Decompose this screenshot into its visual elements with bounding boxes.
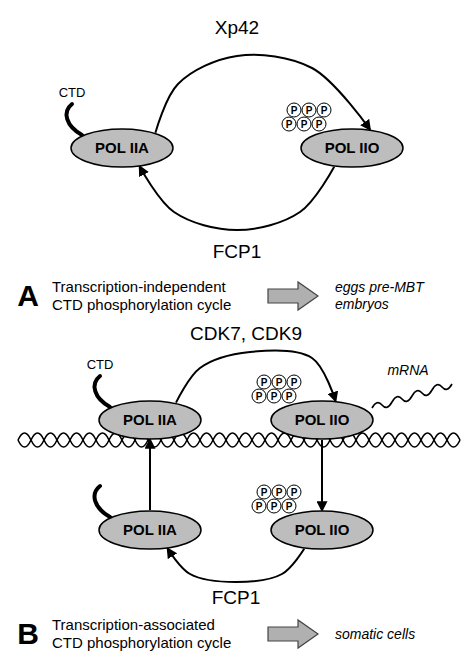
dna-strand	[18, 433, 460, 447]
phosphate-circle: P	[252, 389, 267, 404]
panel-letter: B	[17, 618, 39, 650]
panel-letter: A	[17, 280, 39, 312]
mrna-strand	[372, 384, 452, 408]
node-text: POL IIO	[295, 521, 350, 539]
polymerase-ellipse: POL IIO	[270, 510, 374, 550]
phosphate-circle: P	[272, 375, 287, 390]
ellipse-shape	[71, 129, 173, 167]
node-text: POL IIO	[325, 139, 380, 157]
ctd-label: CTD	[87, 357, 114, 372]
phosphate-circle: P	[257, 485, 272, 500]
ellipse-shape	[301, 129, 403, 167]
reaction-arrow	[155, 55, 369, 133]
panel-caption: Transcription-independent CTD phosphoryl…	[52, 278, 242, 314]
cell-type-label: somatic cells	[335, 626, 445, 643]
reaction-arrow	[321, 440, 323, 510]
phosphate-circle: P	[302, 103, 317, 118]
block-arrow	[268, 282, 318, 310]
phosphate-circle: P	[282, 117, 297, 132]
reaction-arrow	[176, 350, 335, 402]
enzyme-label: Xp42	[212, 17, 262, 39]
ctd-tail	[95, 486, 110, 517]
phosphate-circle: P	[257, 375, 272, 390]
ellipse-shape	[99, 511, 201, 549]
polymerase-ellipse: POL IIO	[270, 400, 374, 440]
enzyme-label: FCP1	[210, 241, 265, 263]
enzyme-label: FCP1	[209, 587, 264, 609]
mrna-label: mRNA	[387, 362, 428, 378]
polymerase-ellipse: POL IIO	[300, 128, 404, 168]
polymerase-ellipse: POL IIA	[70, 128, 174, 168]
ellipse-shape	[271, 511, 373, 549]
node-text: POL IIA	[123, 411, 177, 429]
reaction-arrow	[140, 167, 334, 230]
phosphate-circle: P	[287, 485, 302, 500]
phosphate-circle: P	[297, 117, 312, 132]
phosphate-circle: P	[287, 103, 302, 118]
node-text: POL IIO	[295, 411, 350, 429]
cell-type-label: eggs pre-MBT embryos	[335, 279, 445, 313]
enzyme-label: CDK7, CDK9	[187, 323, 305, 345]
phosphate-circle: P	[267, 389, 282, 404]
ctd-label: CTD	[59, 85, 86, 100]
phosphate-circle: P	[317, 103, 332, 118]
reaction-arrow	[168, 549, 304, 582]
phosphate-circle: P	[272, 485, 287, 500]
ctd-tail	[67, 104, 82, 135]
node-text: POL IIA	[95, 139, 149, 157]
phosphate-circle: P	[252, 499, 267, 514]
polymerase-ellipse: POL IIA	[98, 510, 202, 550]
polymerase-ellipse: POL IIA	[98, 400, 202, 440]
ellipse-shape	[99, 401, 201, 439]
panel-caption: Transcription-associated CTD phosphoryla…	[52, 616, 242, 652]
phosphate-circle: P	[287, 375, 302, 390]
dna-strand	[18, 433, 460, 447]
node-text: POL IIA	[123, 521, 177, 539]
ellipse-shape	[271, 401, 373, 439]
ctd-tail	[95, 376, 110, 407]
reaction-arrow	[149, 440, 151, 510]
phosphate-circle: P	[282, 389, 297, 404]
phosphate-circle: P	[282, 499, 297, 514]
phosphate-circle: P	[267, 499, 282, 514]
block-arrow	[268, 620, 318, 648]
phosphate-circle: P	[312, 117, 327, 132]
